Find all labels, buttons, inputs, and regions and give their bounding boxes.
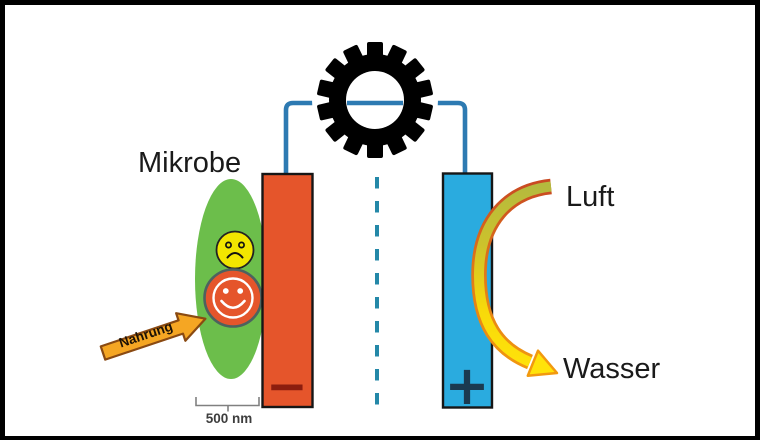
- happy-face-icon: [203, 268, 263, 328]
- microbe-label: Mikrobe: [138, 147, 242, 179]
- air-to-water-arrow-icon: [471, 178, 559, 377]
- cathode-electrode: +: [441, 172, 494, 417]
- scale-bracket: [195, 397, 260, 412]
- food-arrow-icon: [99, 312, 207, 361]
- anode-minus-sign: −: [266, 357, 308, 415]
- water-label: Wasser: [563, 353, 661, 385]
- cathode-plus-sign: +: [444, 354, 489, 417]
- sad-face-icon: [215, 230, 255, 270]
- gear-icon: [312, 37, 438, 163]
- air-label: Luft: [566, 181, 615, 213]
- scale-label: 500 nm: [205, 411, 253, 426]
- anode-electrode: −: [261, 172, 314, 415]
